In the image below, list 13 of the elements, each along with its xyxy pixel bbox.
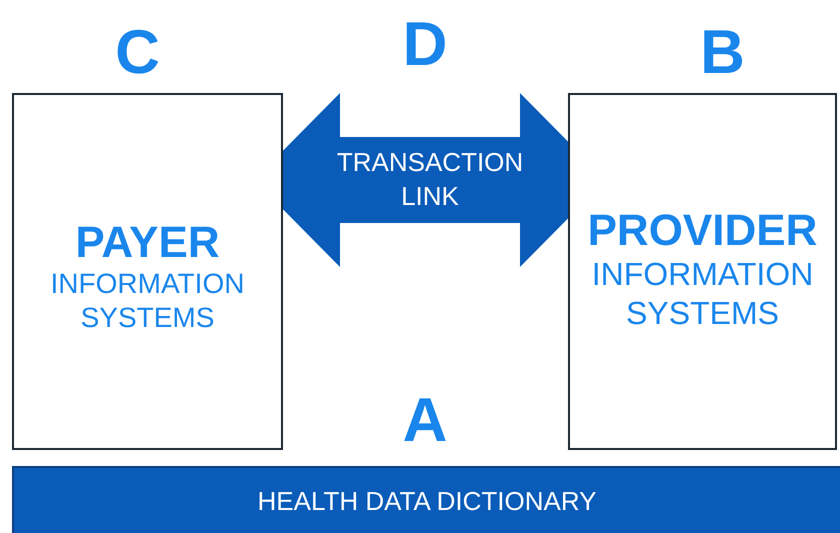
system-title: PROVIDER xyxy=(588,207,818,256)
edge-label: TRANSACTION LINK xyxy=(336,146,524,213)
system-subtitle: INFORMATION SYSTEMS xyxy=(50,267,246,334)
system-subtitle: INFORMATION SYSTEMS xyxy=(590,255,814,332)
system-title: PAYER xyxy=(75,218,220,268)
section-letter: C xyxy=(114,22,161,84)
system-box xyxy=(568,93,837,450)
section-letter: B xyxy=(699,22,746,84)
section-letter: D xyxy=(402,14,448,76)
system-box xyxy=(12,93,283,450)
section-letter: A xyxy=(402,390,448,452)
bar-title: HEALTH DATA DICTIONARY xyxy=(257,486,596,516)
dictionary-bar xyxy=(12,466,840,533)
